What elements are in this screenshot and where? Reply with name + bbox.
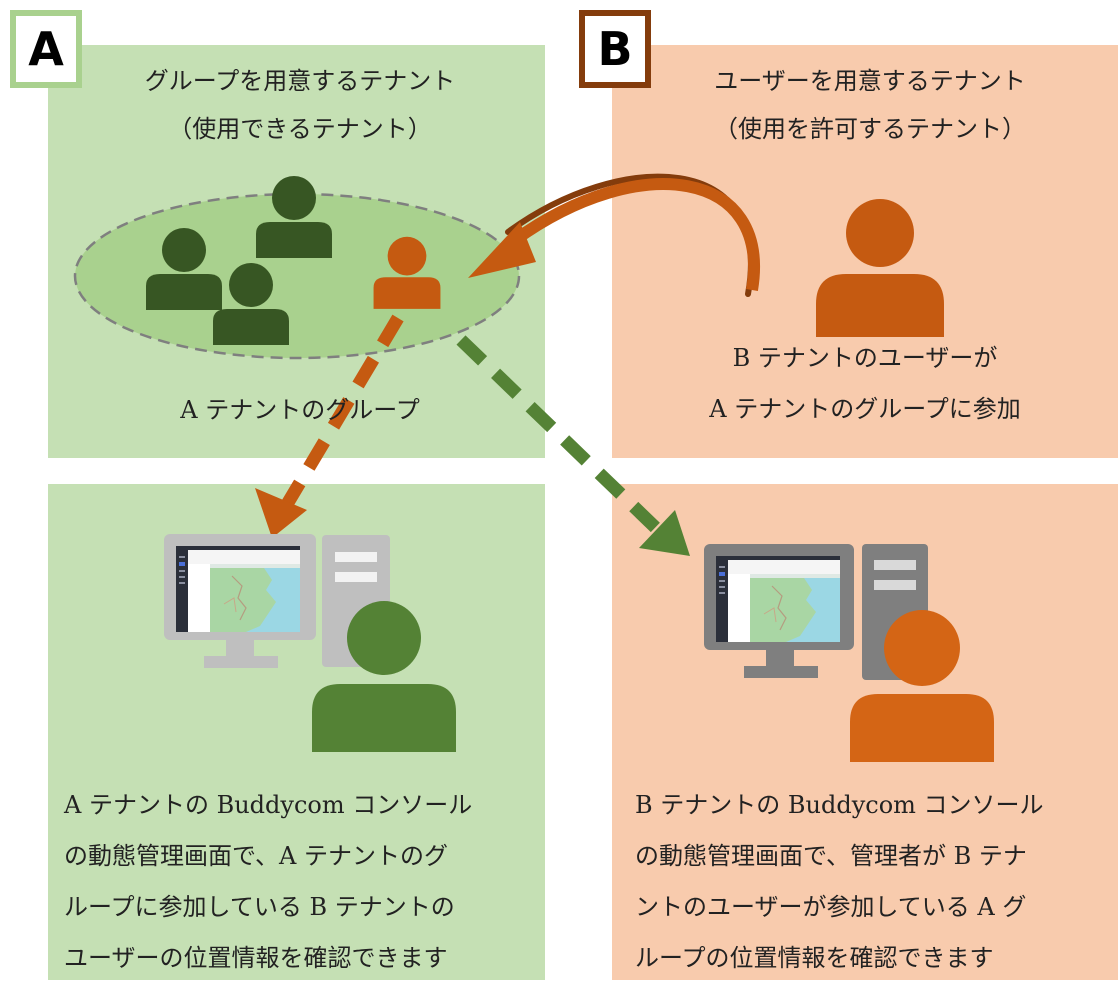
tenant-a-title-line2: （使用できるテナント） xyxy=(168,115,432,143)
tenant-b-user-label-line1: B テナントのユーザーが xyxy=(732,344,998,372)
tenant-a-group-label: A テナントのグループ xyxy=(180,396,420,424)
tenant-b-description-line: ントのユーザーが参加している A グ xyxy=(635,893,1027,921)
tenant-b-badge: B xyxy=(579,10,651,88)
tenant-b-description-line: の動態管理画面で、管理者が B テナ xyxy=(635,842,1027,870)
user-icon xyxy=(850,610,994,762)
tenant-b-description: B テナントの Buddycom コンソール の動態管理画面で、管理者が B テ… xyxy=(635,780,1105,984)
tenant-a-badge: A xyxy=(10,10,82,88)
tenant-b-title-line1: ユーザーを用意するテナント xyxy=(714,67,1026,95)
user-icon xyxy=(816,199,944,337)
tenant-a-description-line: ユーザーの位置情報を確認できます xyxy=(64,944,448,972)
tenant-a-description-line: A テナントの Buddycom コンソール xyxy=(64,791,473,819)
tenant-a-description-line: の動態管理画面で、A テナントのグ xyxy=(64,842,448,870)
tenant-b-description-line: B テナントの Buddycom コンソール xyxy=(635,791,1044,819)
tenant-a-description-line: ループに参加している B テナントの xyxy=(64,893,455,921)
tenant-a-description: A テナントの Buddycom コンソール の動態管理画面で、A テナントのグ… xyxy=(64,780,534,984)
tenant-b-user-label-line2: A テナントのグループに参加 xyxy=(709,395,1021,423)
arrow-icon xyxy=(255,314,404,538)
tenant-b-description-line: ループの位置情報を確認できます xyxy=(635,944,994,972)
user-icon xyxy=(312,601,456,752)
tenant-b-title-line2: （使用を許可するテナント） xyxy=(714,115,1026,143)
arrow-icon xyxy=(468,173,760,297)
tenant-a-title-line1: グループを用意するテナント xyxy=(144,67,456,95)
arrow-icon xyxy=(456,335,690,556)
